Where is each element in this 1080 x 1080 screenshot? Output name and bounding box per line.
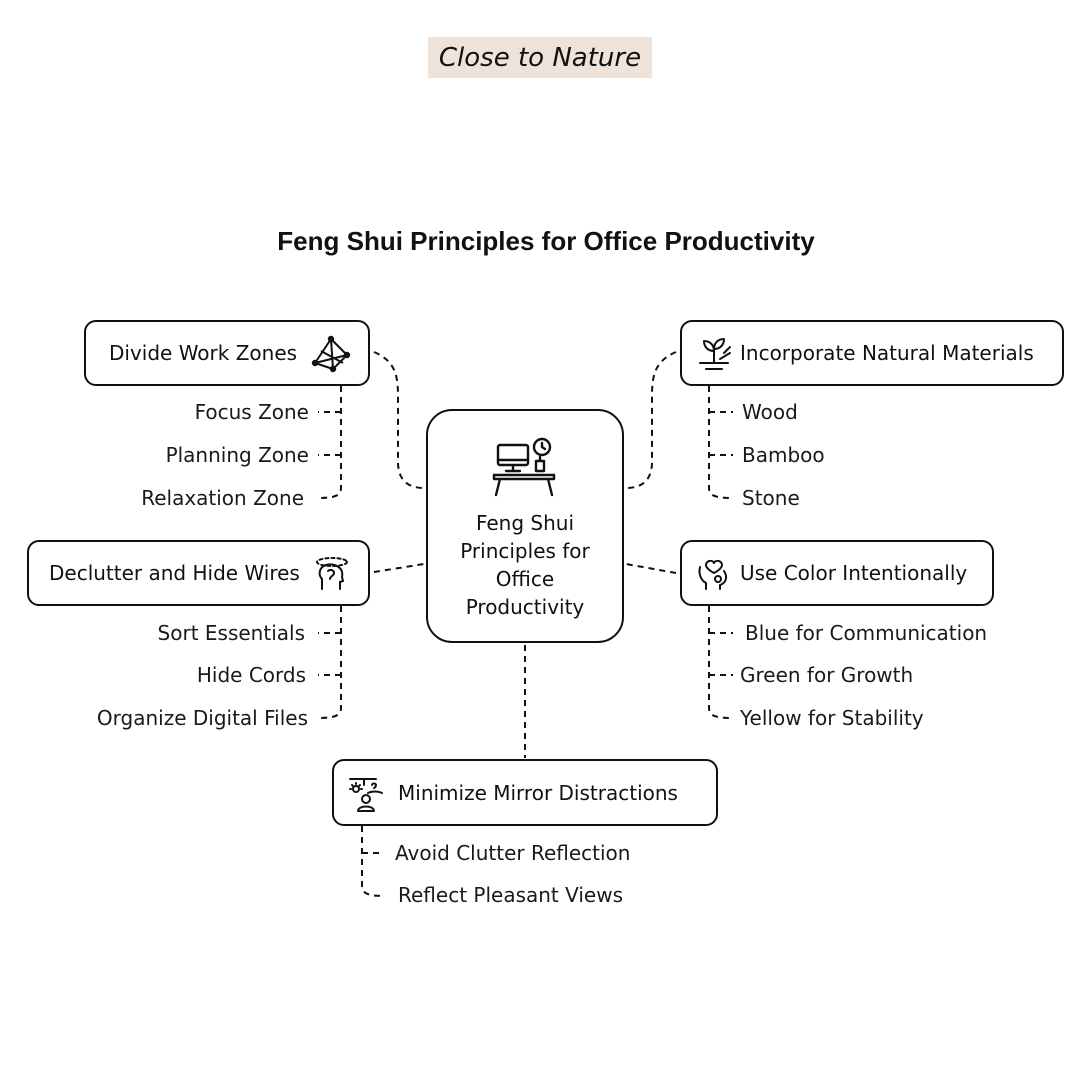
list-item: Relaxation Zone — [141, 486, 304, 510]
head-thought-icon — [312, 553, 352, 593]
node-label: Declutter and Hide Wires — [49, 561, 300, 585]
list-item: Yellow for Stability — [740, 706, 924, 730]
center-label: Feng Shui Principles for Office Producti… — [460, 511, 590, 619]
plant-icon — [694, 333, 734, 373]
list-item: Focus Zone — [194, 400, 309, 424]
diagram-title: Feng Shui Principles for Office Producti… — [277, 226, 815, 256]
list-item: Avoid Clutter Reflection — [395, 841, 631, 865]
node-label: Minimize Mirror Distractions — [398, 780, 678, 805]
node-label: Incorporate Natural Materials — [740, 341, 1034, 365]
header-tag: Close to Nature — [428, 37, 652, 78]
list-item: Stone — [742, 486, 800, 510]
list-item: Bamboo — [742, 443, 825, 467]
node-minimize-mirror: Minimize Mirror Distractions — [332, 759, 718, 826]
list-item: Reflect Pleasant Views — [398, 883, 624, 907]
node-divide-work-zones: Divide Work Zones — [84, 320, 370, 386]
list-item: Hide Cords — [196, 663, 306, 687]
list-item: Organize Digital Files — [96, 706, 308, 730]
heart-head-icon — [694, 553, 734, 593]
center-node: Feng Shui Principles for Office Producti… — [426, 409, 624, 643]
list-item: Blue for Communication — [745, 621, 988, 645]
node-use-color: Use Color Intentionally — [680, 540, 994, 606]
node-label: Use Color Intentionally — [740, 561, 968, 585]
node-declutter-hide-wires: Declutter and Hide Wires — [27, 540, 370, 606]
list-item: Sort Essentials — [157, 621, 305, 645]
network-icon — [311, 333, 351, 373]
desk-computer-clock-icon — [492, 437, 558, 497]
mirror-reflection-icon — [346, 773, 386, 813]
list-item: Wood — [742, 400, 798, 424]
list-item: Planning Zone — [165, 443, 309, 467]
node-natural-materials: Incorporate Natural Materials — [680, 320, 1064, 386]
list-item: Green for Growth — [740, 663, 914, 687]
node-label: Divide Work Zones — [109, 341, 298, 365]
